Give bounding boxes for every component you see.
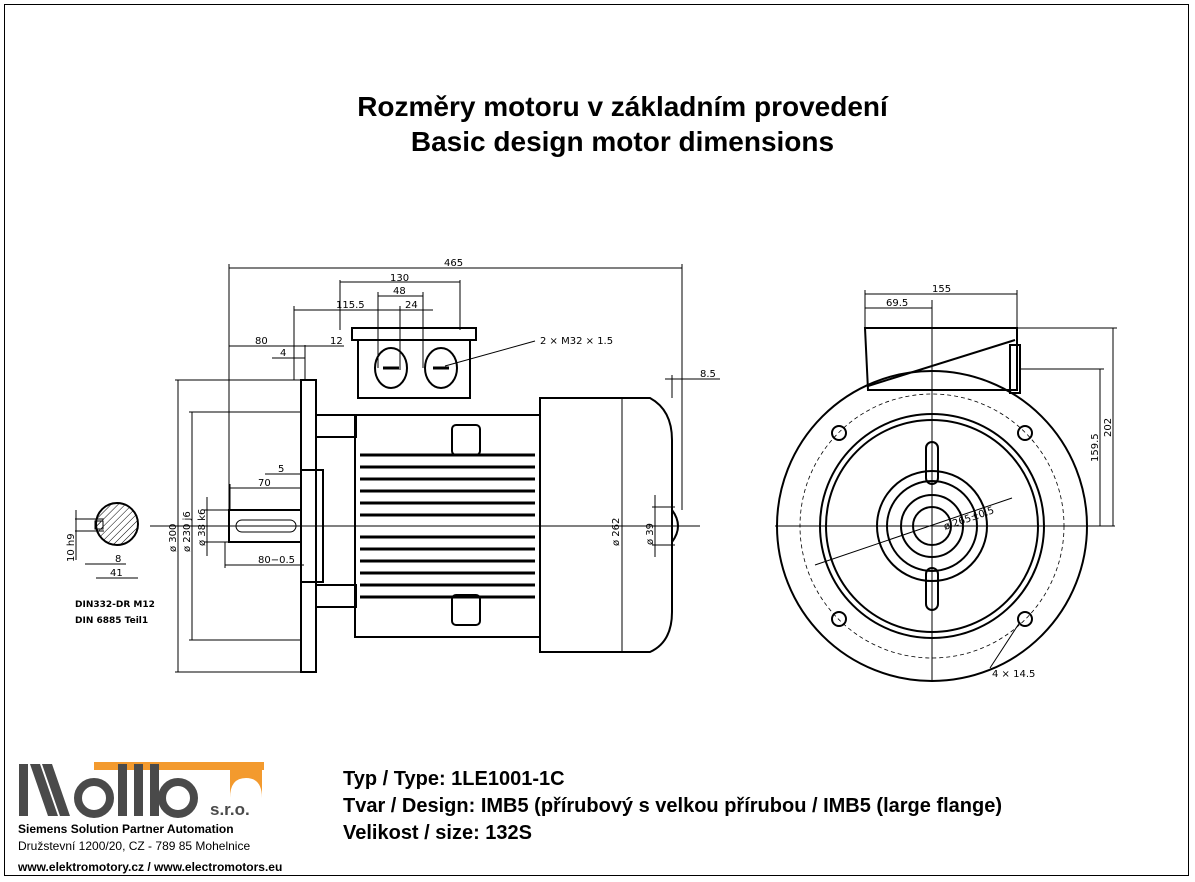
dim-80-05: 80−0.5 [258,555,295,566]
motor-type: Typ / Type: 1LE1001-1C [343,768,565,790]
dim-130: 130 [390,273,409,284]
dim-115-5: 115.5 [336,300,365,311]
dim-dia-39: ø 39 [645,523,656,545]
logo-suffix: s.r.o. [210,800,250,819]
dim-202: 202 [1103,418,1114,437]
dim-dia-300: ø 300 [168,524,179,552]
dim-159-5: 159.5 [1090,433,1101,462]
dim-4: 4 [280,348,286,359]
dim-dia-262: ø 262 [611,518,622,546]
key-slot [235,519,297,533]
dim-24: 24 [405,300,418,311]
dim-8: 8 [115,554,121,565]
title-english: Basic design motor dimensions [410,126,835,157]
motor-size: Velikost / size: 132S [343,822,532,844]
side-view: 465 130 48 115.5 24 80 12 4 2 × M32 × 1.… [150,258,720,673]
dim-holes: 4 × 14.5 [992,669,1035,680]
terminal-box [351,327,477,399]
dim-80: 80 [255,336,268,347]
drawing-frame [4,4,1189,876]
dim-gland: 2 × M32 × 1.5 [540,336,613,347]
shaft [228,509,302,543]
cooling-fins [360,453,535,599]
company-web[interactable]: www.elektromotory.cz / www.electromotors… [18,860,283,874]
dim-70: 70 [258,478,271,489]
dim-dia-38: ø 38 k6 [197,509,208,546]
dim-465: 465 [444,258,463,269]
dim-5: 5 [278,464,284,475]
dim-dia-230: ø 230 j6 [182,511,193,552]
dim-69-5: 69.5 [886,298,908,309]
fan-cover [539,397,673,653]
dim-155: 155 [932,284,951,295]
shaft-key-section: 10 h9 8 41 DIN332-DR M12 DIN 6885 Teil1 [66,502,155,626]
dim-10h9: 10 h9 [66,533,77,562]
motor-design: Tvar / Design: IMB5 (přírubový s velkou … [343,795,1002,817]
dim-8-5: 8.5 [700,369,716,380]
din6885-label: DIN 6885 Teil1 [75,616,148,626]
front-view: ø 265±0.5 4 × 14.5 155 69.5 202 159.5 [775,284,1117,682]
dim-48: 48 [393,286,406,297]
dim-12: 12 [330,336,343,347]
company-logo: s.r.o. [19,762,264,819]
title-czech: Rozměry motoru v základním provedení [357,91,888,122]
dim-41: 41 [110,568,123,579]
company-address: Družstevní 1200/20, CZ - 789 85 Mohelnic… [18,839,251,853]
company-tagline: Siemens Solution Partner Automation [18,822,234,836]
din332-label: DIN332-DR M12 [75,600,155,610]
